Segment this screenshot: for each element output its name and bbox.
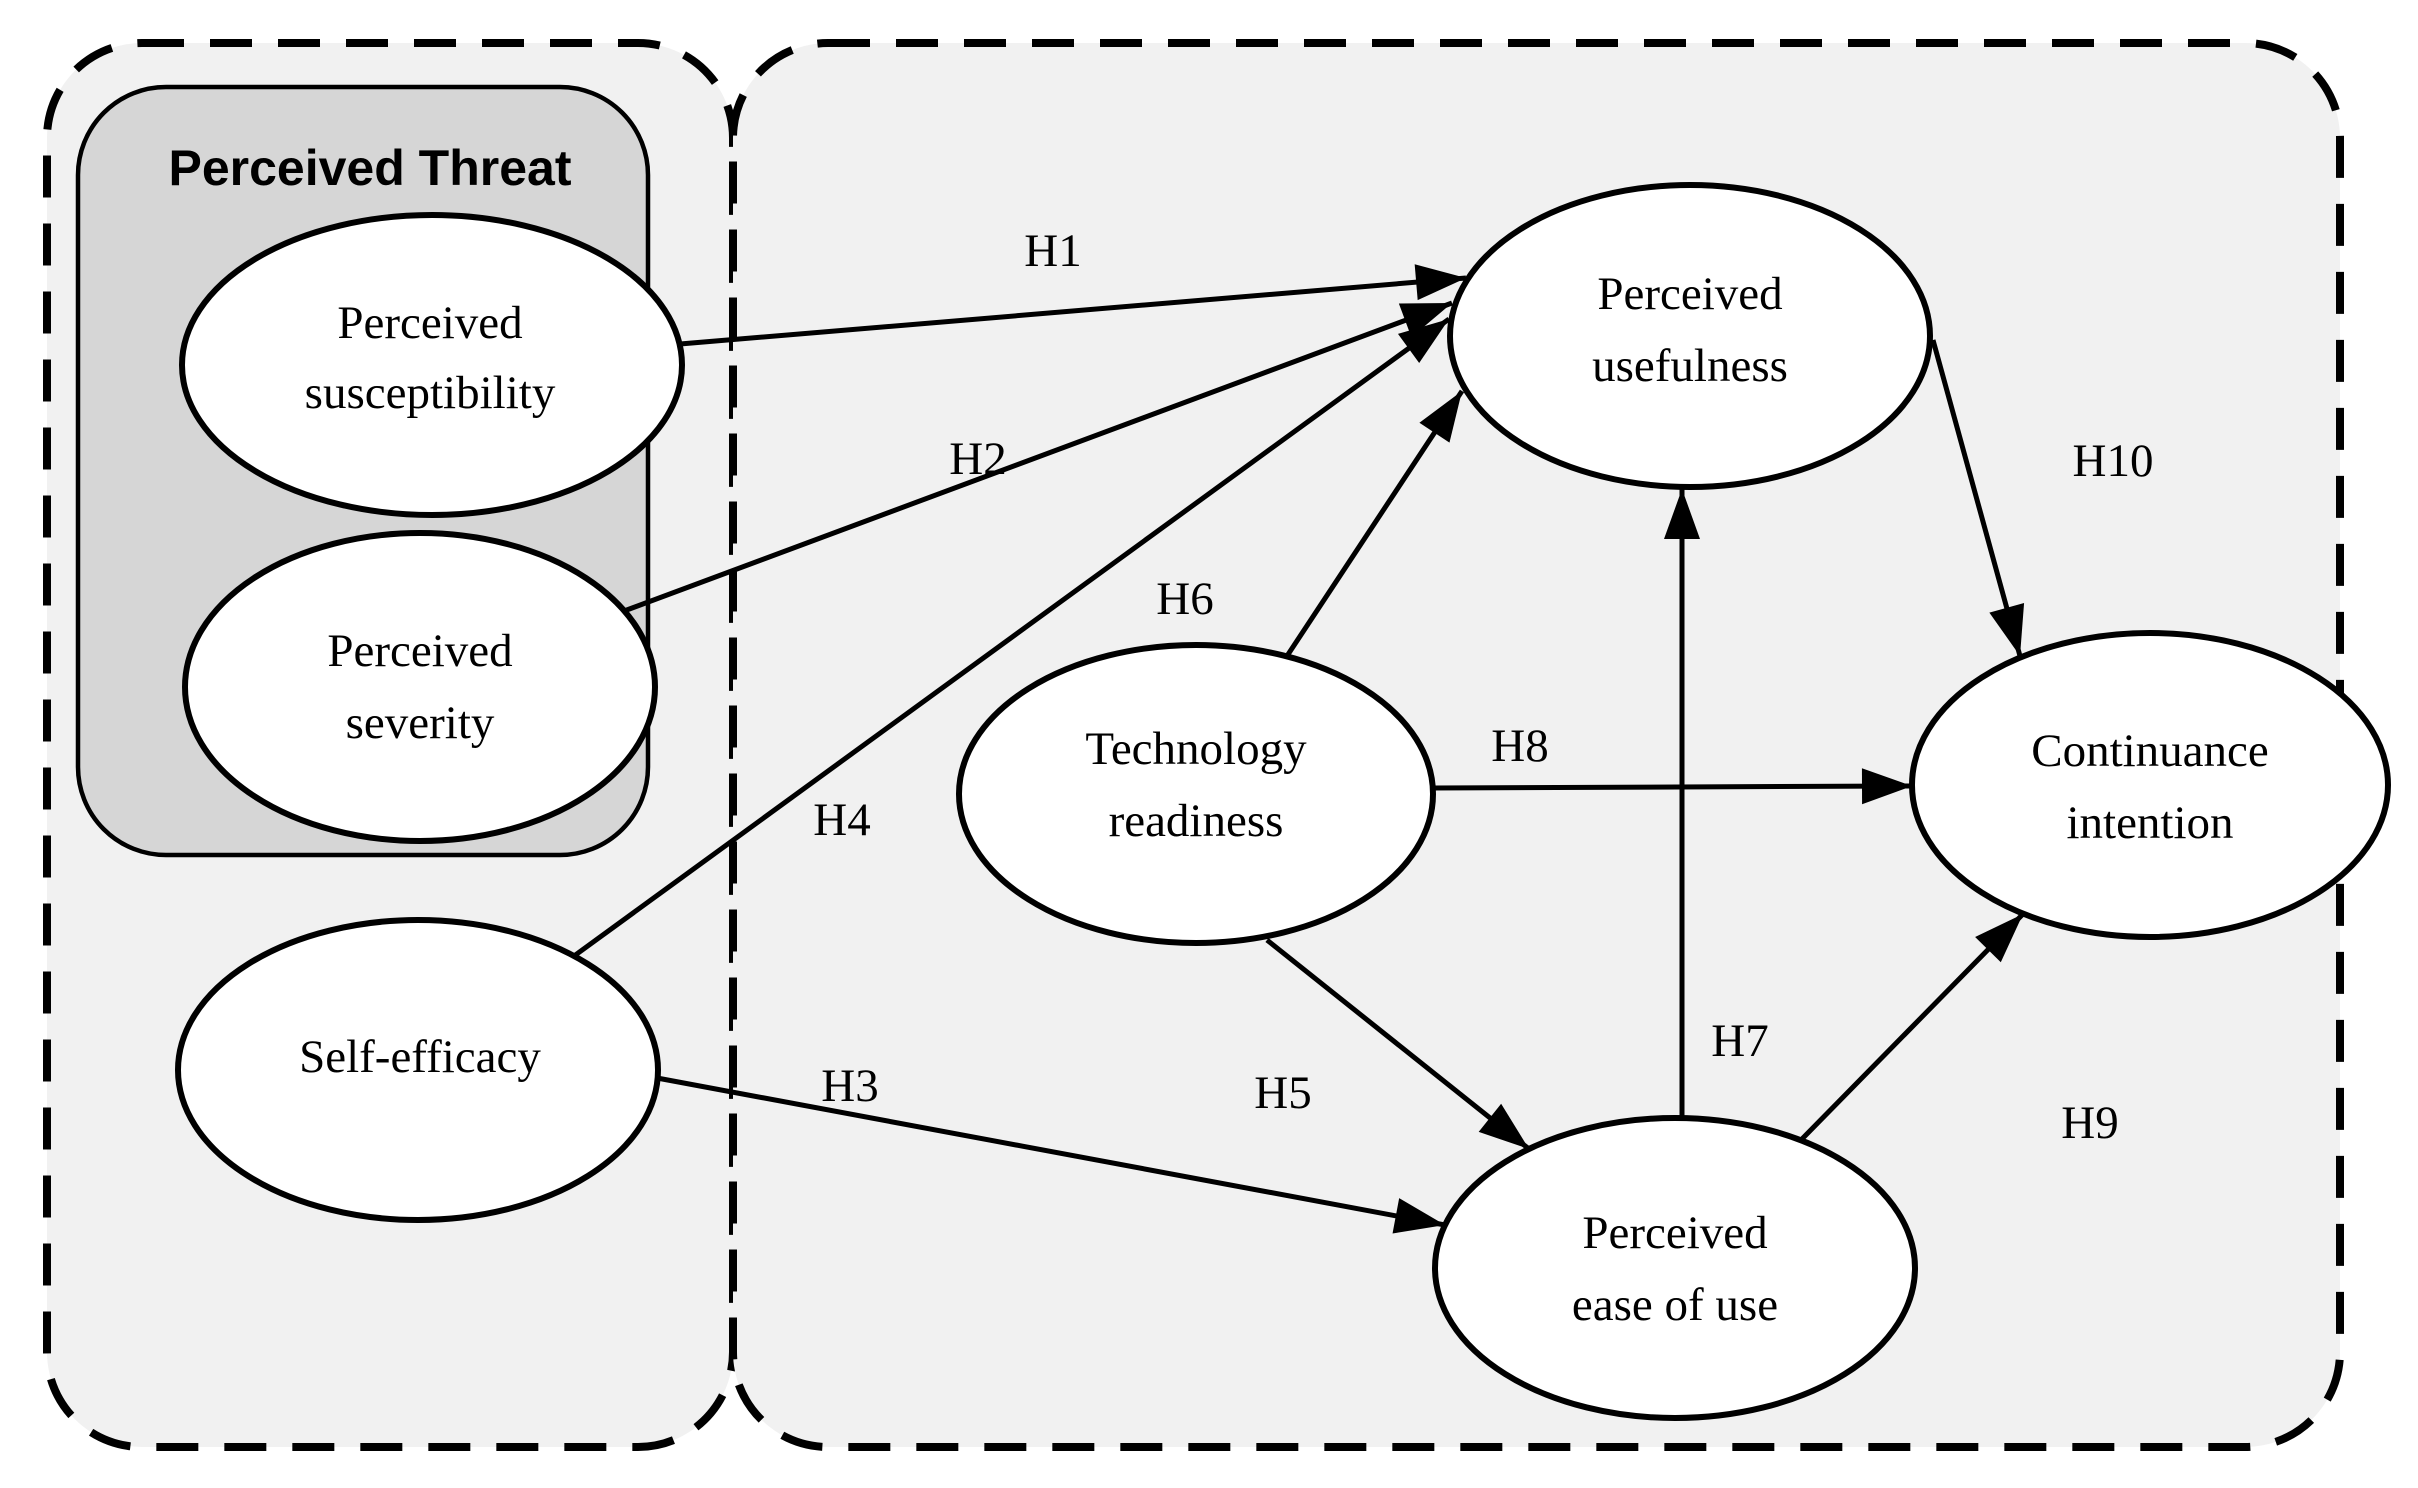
perceived-ease-of-use-label-line2: ease of use <box>1572 1279 1778 1331</box>
label-h2: H2 <box>949 433 1006 485</box>
label-h9: H9 <box>2061 1097 2118 1149</box>
perceived-severity-label-line1: Perceived <box>327 625 512 677</box>
continuance-intention-label-line1: Continuance <box>2031 725 2269 777</box>
label-h5: H5 <box>1254 1067 1311 1119</box>
path-h9 <box>1799 912 2025 1142</box>
path-h8 <box>1432 768 1913 805</box>
path-h4 <box>572 316 1451 959</box>
perceived-threat-title: Perceived Threat <box>169 140 572 196</box>
label-h10: H10 <box>2073 435 2154 487</box>
path-h1 <box>679 264 1467 347</box>
path-h5 <box>1265 938 1531 1151</box>
continuance-intention-ellipse <box>1909 630 2391 940</box>
perceived-ease-of-use-ellipse <box>1432 1115 1918 1421</box>
perceived-severity-ellipse <box>182 530 658 844</box>
node-perceived-ease-of-use: Perceived ease of use <box>1432 1115 1918 1421</box>
node-perceived-susceptibility: Perceived susceptibility <box>179 212 685 518</box>
node-continuance-intention: Continuance intention <box>1909 630 2391 940</box>
path-h10 <box>1930 339 2025 657</box>
node-perceived-severity: Perceived severity <box>182 530 658 844</box>
technology-readiness-label-line2: readiness <box>1109 795 1284 847</box>
label-h7: H7 <box>1711 1015 1768 1067</box>
perceived-usefulness-label-line2: usefulness <box>1592 340 1788 392</box>
label-h6: H6 <box>1156 573 1213 625</box>
technology-readiness-ellipse <box>956 642 1436 946</box>
perceived-susceptibility-ellipse <box>179 212 685 518</box>
technology-readiness-label-line1: Technology <box>1085 723 1307 775</box>
path-h3 <box>656 1075 1446 1234</box>
self-efficacy-ellipse <box>175 917 661 1223</box>
continuance-intention-label-line2: intention <box>2066 797 2233 849</box>
label-h8: H8 <box>1491 720 1548 772</box>
perceived-susceptibility-label-line2: susceptibility <box>305 367 556 419</box>
perceived-usefulness-ellipse <box>1447 182 1933 490</box>
path-h2 <box>623 300 1453 614</box>
label-h4: H4 <box>813 794 870 846</box>
label-h3: H3 <box>821 1060 878 1112</box>
perceived-ease-of-use-label-line1: Perceived <box>1582 1207 1767 1259</box>
node-technology-readiness: Technology readiness <box>956 642 1436 946</box>
path-h6 <box>1284 389 1465 658</box>
node-self-efficacy: Self-efficacy <box>175 917 661 1223</box>
perceived-susceptibility-label-line1: Perceived <box>337 297 522 349</box>
right-panel-border <box>729 39 2344 1451</box>
self-efficacy-label-line1: Self-efficacy <box>299 1031 541 1083</box>
perceived-severity-label-line2: severity <box>346 697 495 749</box>
perceived-usefulness-label-line1: Perceived <box>1597 268 1782 320</box>
label-h1: H1 <box>1024 225 1081 277</box>
node-perceived-usefulness: Perceived usefulness <box>1447 182 1933 490</box>
